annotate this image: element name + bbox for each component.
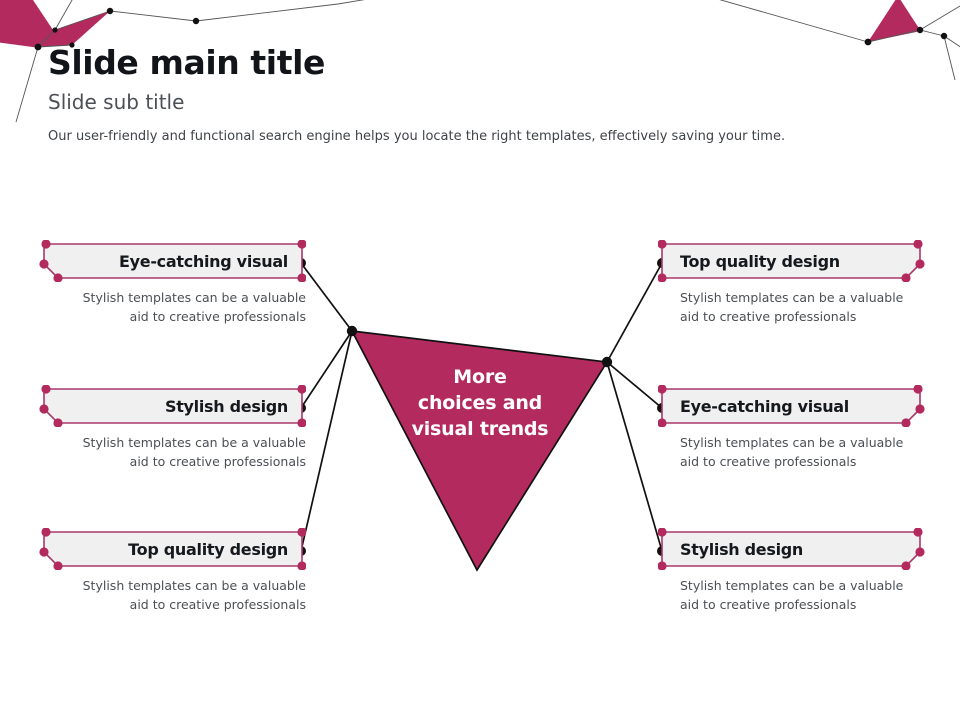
item-description: Stylish templates can be a valuable aid … — [82, 578, 306, 612]
banner-vertex-dot — [658, 418, 667, 427]
deco-triangle-right-1 — [868, 0, 920, 42]
banner-vertex-dot — [39, 404, 49, 414]
deco-line-2 — [54, 10, 111, 31]
item-description: Stylish templates can be a valuable aid … — [680, 435, 904, 469]
deco-line-11 — [943, 35, 960, 48]
deco-node — [940, 32, 948, 40]
item-title: Stylish design — [680, 539, 804, 559]
connector-right-3 — [606, 361, 663, 552]
deco-node — [916, 26, 924, 34]
page-title: Slide main title — [48, 43, 325, 82]
item-title: Top quality design — [128, 539, 288, 559]
item-title: Stylish design — [164, 396, 288, 416]
item-description: Stylish templates can be a valuable aid … — [680, 290, 904, 324]
banner-vertex-dot — [915, 404, 925, 414]
deco-triangle-right-2 — [868, 0, 921, 42]
banner-vertex-dot — [913, 385, 923, 394]
banner-vertex-dot — [901, 418, 911, 427]
deco-line-6 — [337, 0, 365, 5]
banner-vertex-dot — [658, 240, 667, 249]
connector-left-2 — [300, 330, 353, 409]
banner-vertex-dot — [658, 528, 667, 537]
list-item[interactable]: Top quality design Stylish templates can… — [36, 528, 306, 614]
deco-triangle-left-6 — [38, 11, 110, 47]
banner-vertex-dot — [53, 418, 63, 427]
banner-vertex-dot — [901, 273, 911, 282]
item-banner: Stylish design — [36, 385, 306, 427]
center-label-line-2: choices and — [417, 392, 543, 415]
banner-vertex-dot — [297, 273, 306, 282]
list-item[interactable]: Stylish design Stylish templates can be … — [36, 385, 306, 471]
banner-vertex-dot — [41, 240, 51, 249]
deco-line-7 — [719, 0, 869, 43]
center-vertex-dot-left — [346, 325, 358, 337]
list-item[interactable]: Top quality design Stylish templates can… — [658, 240, 928, 326]
connector-left-3 — [300, 330, 353, 552]
deco-node — [52, 27, 58, 33]
page-subtitle: Slide sub title — [48, 89, 185, 114]
item-title: Top quality design — [680, 251, 840, 271]
item-title: Eye-catching visual — [119, 251, 288, 271]
banner-vertex-dot — [53, 273, 63, 282]
item-banner: Eye-catching visual — [658, 385, 928, 427]
banner-vertex-dot — [658, 561, 667, 570]
item-banner: Top quality design — [658, 240, 928, 282]
item-banner: Eye-catching visual — [36, 240, 306, 282]
banner-vertex-dot — [41, 528, 51, 537]
center-label: More choices and visual trends — [390, 364, 570, 443]
banner-vertex-dot — [297, 418, 306, 427]
banner-vertex-dot — [41, 385, 51, 394]
item-description: Stylish templates can be a valuable aid … — [680, 578, 904, 612]
banner-vertex-dot — [297, 528, 306, 537]
deco-triangle-left-3 — [0, 20, 37, 47]
deco-node — [192, 17, 200, 25]
item-banner: Stylish design — [658, 528, 928, 570]
center-label-line-3: visual trends — [411, 418, 549, 441]
banner-vertex-dot — [658, 385, 667, 394]
banner-vertex-dot — [297, 240, 306, 249]
deco-triangle-left-4 — [0, 0, 55, 47]
deco-node — [34, 43, 42, 51]
deco-line-3 — [109, 3, 339, 22]
deco-line-4 — [15, 46, 39, 123]
banner-vertex-dot — [297, 561, 306, 570]
connector-right-2 — [606, 361, 663, 409]
deco-line-8 — [867, 29, 945, 43]
deco-triangle-left-1 — [0, 0, 40, 48]
item-banner: Top quality design — [36, 528, 306, 570]
list-item[interactable]: Eye-catching visual Stylish templates ca… — [658, 385, 928, 471]
banner-vertex-dot — [297, 385, 306, 394]
banner-vertex-dot — [915, 259, 925, 269]
center-label-line-1: More — [453, 366, 507, 388]
deco-line-1 — [37, 0, 73, 48]
item-description: Stylish templates can be a valuable aid … — [82, 435, 306, 469]
banner-vertex-dot — [658, 273, 667, 282]
center-vertex-dot-right — [601, 356, 613, 368]
deco-line-10 — [943, 35, 956, 81]
list-item[interactable]: Eye-catching visual Stylish templates ca… — [36, 240, 306, 326]
page-description: Our user-friendly and functional search … — [48, 128, 786, 144]
banner-vertex-dot — [39, 547, 49, 557]
banner-vertex-dot — [39, 259, 49, 269]
slide-header: Slide main title Slide sub title Our use… — [48, 44, 908, 146]
connector-left-1 — [300, 262, 353, 332]
item-description: Stylish templates can be a valuable aid … — [82, 290, 306, 324]
banner-vertex-dot — [913, 528, 923, 537]
connector-right-1 — [606, 262, 663, 363]
item-title: Eye-catching visual — [680, 396, 849, 416]
banner-vertex-dot — [53, 561, 63, 570]
banner-vertex-dot — [901, 561, 911, 570]
list-item[interactable]: Stylish design Stylish templates can be … — [658, 528, 928, 614]
deco-node — [106, 7, 114, 15]
deco-triangle-left-2 — [0, 22, 36, 47]
deco-line-9 — [919, 5, 960, 31]
deco-triangle-left-5 — [38, 11, 110, 47]
banner-vertex-dot — [913, 240, 923, 249]
banner-vertex-dot — [915, 547, 925, 557]
